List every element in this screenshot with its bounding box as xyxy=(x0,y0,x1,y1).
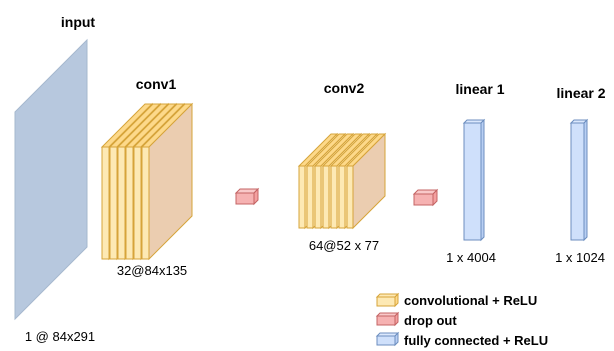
linear2-block xyxy=(569,118,589,242)
conv2-dims: 64@52 x 77 xyxy=(309,238,379,253)
dropout-block-1 xyxy=(234,187,260,206)
conv1-block-stack xyxy=(100,102,194,261)
conv1-title: conv1 xyxy=(136,76,177,92)
legend-swatch-dropout xyxy=(376,315,396,326)
input-plane xyxy=(14,38,88,321)
legend-label-conv: convolutional + ReLU xyxy=(404,293,537,308)
legend-label-fc: fully connected + ReLU xyxy=(404,333,548,348)
conv1-slab xyxy=(140,102,194,261)
conv1-dims: 32@84x135 xyxy=(117,263,187,278)
conv2-title: conv2 xyxy=(324,80,365,96)
legend: convolutional + ReLU drop out fully conn… xyxy=(375,292,548,348)
linear1-dims: 1 x 4004 xyxy=(446,250,496,265)
legend-swatch-fc xyxy=(376,335,396,346)
legend-item-dropout: drop out xyxy=(375,311,457,328)
linear1-title: linear 1 xyxy=(455,81,504,97)
dropout-block-2 xyxy=(412,188,439,207)
legend-item-fc: fully connected + ReLU xyxy=(375,331,548,348)
linear1-block xyxy=(462,118,486,242)
conv2-block-stack xyxy=(297,132,387,230)
input-dims: 1 @ 84x291 xyxy=(25,329,95,344)
legend-item-conv: convolutional + ReLU xyxy=(375,292,537,308)
input-title: input xyxy=(61,14,96,30)
legend-label-dropout: drop out xyxy=(404,313,457,328)
linear2-dims: 1 x 1024 xyxy=(555,250,605,265)
linear2-title: linear 2 xyxy=(556,85,605,101)
conv2-slab xyxy=(345,132,387,230)
legend-swatch-conv xyxy=(376,296,396,307)
